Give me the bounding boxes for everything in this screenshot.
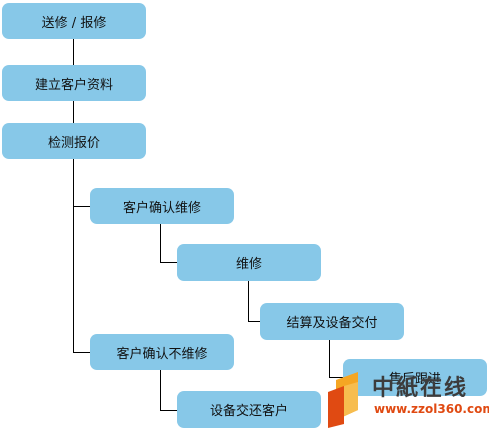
connector-h-settle <box>248 321 261 322</box>
node-customer-file: 建立客户资料 <box>2 65 146 101</box>
connector-v-settle <box>248 281 249 322</box>
node-inspection-quote: 检测报价 <box>2 123 146 159</box>
node-repair: 维修 <box>177 244 321 281</box>
connector-h-confirm-no-repair <box>73 352 90 353</box>
node-confirm-no-repair: 客户确认不维修 <box>90 334 234 370</box>
connector-v-return <box>160 370 161 411</box>
connector-h-return <box>160 410 177 411</box>
watermark-title: 中紙在线 <box>372 376 469 401</box>
watermark-url: www.zzol360.com <box>374 402 489 416</box>
watermark: 中紙在线 www.zzol360.com <box>322 366 489 432</box>
node-after-sales: 售后跟进 <box>343 359 487 396</box>
connector-v-aftersales <box>329 340 330 378</box>
connector-v-main <box>73 158 74 353</box>
connector-h-repair <box>160 262 177 263</box>
watermark-logo-icon <box>328 372 358 428</box>
node-confirm-repair: 客户确认维修 <box>90 188 234 224</box>
connector-h-confirm-repair <box>73 206 90 207</box>
connector-v-1 <box>73 38 74 66</box>
connector-h-aftersales <box>329 377 343 378</box>
node-settle-deliver: 结算及设备交付 <box>260 303 404 340</box>
node-return-equipment: 设备交还客户 <box>177 391 321 428</box>
connector-v-2 <box>73 100 74 124</box>
connector-v-repair <box>160 223 161 263</box>
node-repair-request: 送修 / 报修 <box>2 3 146 39</box>
